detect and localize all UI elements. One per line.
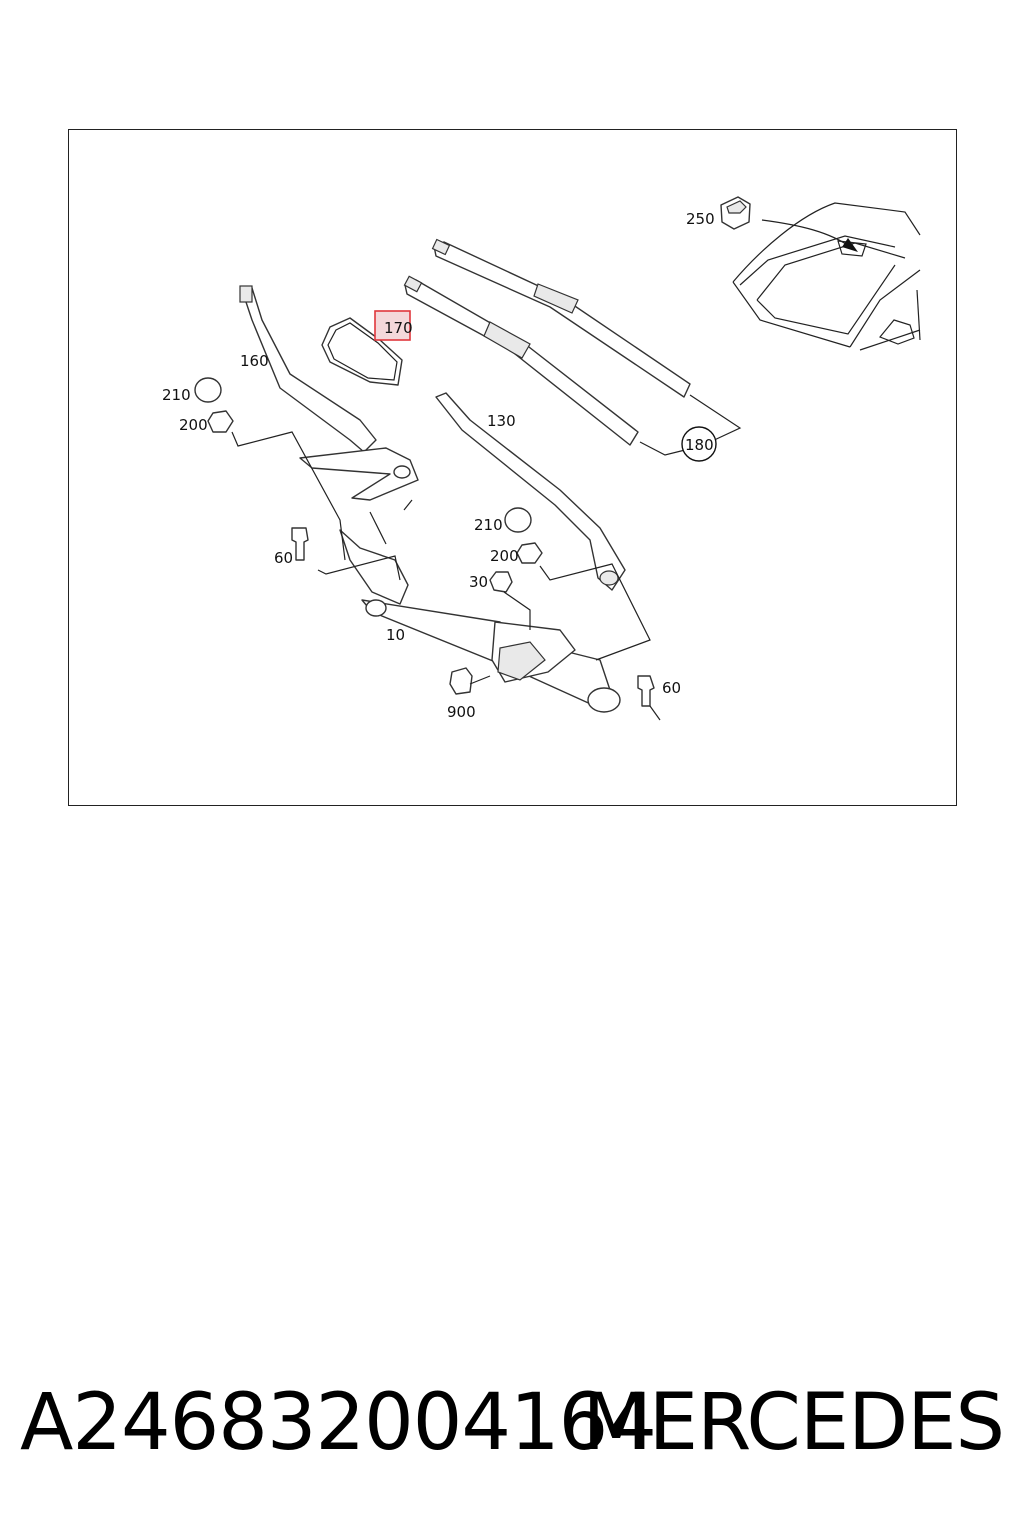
bolt-60-right (637, 675, 655, 707)
callout-180: 180 (685, 436, 714, 454)
wiper-system-diagram: 250 170 160 210 200 130 180 210 200 60 3… (162, 196, 921, 721)
circle-180 (681, 426, 717, 462)
cover-170-inner (327, 322, 398, 381)
cap-210-right (504, 507, 532, 533)
nut-200-right (516, 542, 543, 564)
wiper-blade-lower (403, 275, 639, 446)
leader-180 (639, 394, 742, 456)
sensor-250-part (720, 196, 751, 230)
highlight-170-box (374, 310, 411, 341)
part-number: A246832004164 (20, 1378, 657, 1468)
callout-60-right: 60 (662, 679, 681, 697)
callout-210-right: 210 (474, 516, 503, 534)
brand-name: MERCEDES (582, 1378, 1005, 1468)
footer: A246832004164 MERCEDES (0, 1368, 1024, 1478)
callout-200-left: 200 (179, 416, 208, 434)
callout-30: 30 (469, 573, 488, 591)
arrow-head-250 (842, 238, 858, 252)
wiper-arm-130 (435, 392, 626, 591)
callout-60-left: 60 (274, 549, 293, 567)
leader-lines (231, 431, 661, 721)
cover-170-part (321, 317, 403, 386)
callout-900: 900 (447, 703, 476, 721)
nut-30 (489, 571, 513, 593)
nut-200-left (207, 410, 234, 433)
callout-170: 170 (384, 319, 413, 337)
callout-200-right: 200 (490, 547, 519, 565)
callout-250: 250 (686, 210, 715, 228)
callout-130: 130 (487, 412, 516, 430)
car-windshield-illustration (732, 202, 921, 351)
wiper-linkage-10 (299, 447, 621, 713)
wiper-arm-160 (239, 285, 377, 453)
wiper-blade-upper (431, 238, 691, 398)
callout-10: 10 (386, 626, 405, 644)
bolt-60-left (291, 527, 309, 561)
callout-160: 160 (240, 352, 269, 370)
callout-210-left: 210 (162, 386, 191, 404)
connector-900-part (449, 667, 473, 695)
cap-210-left (194, 377, 222, 403)
